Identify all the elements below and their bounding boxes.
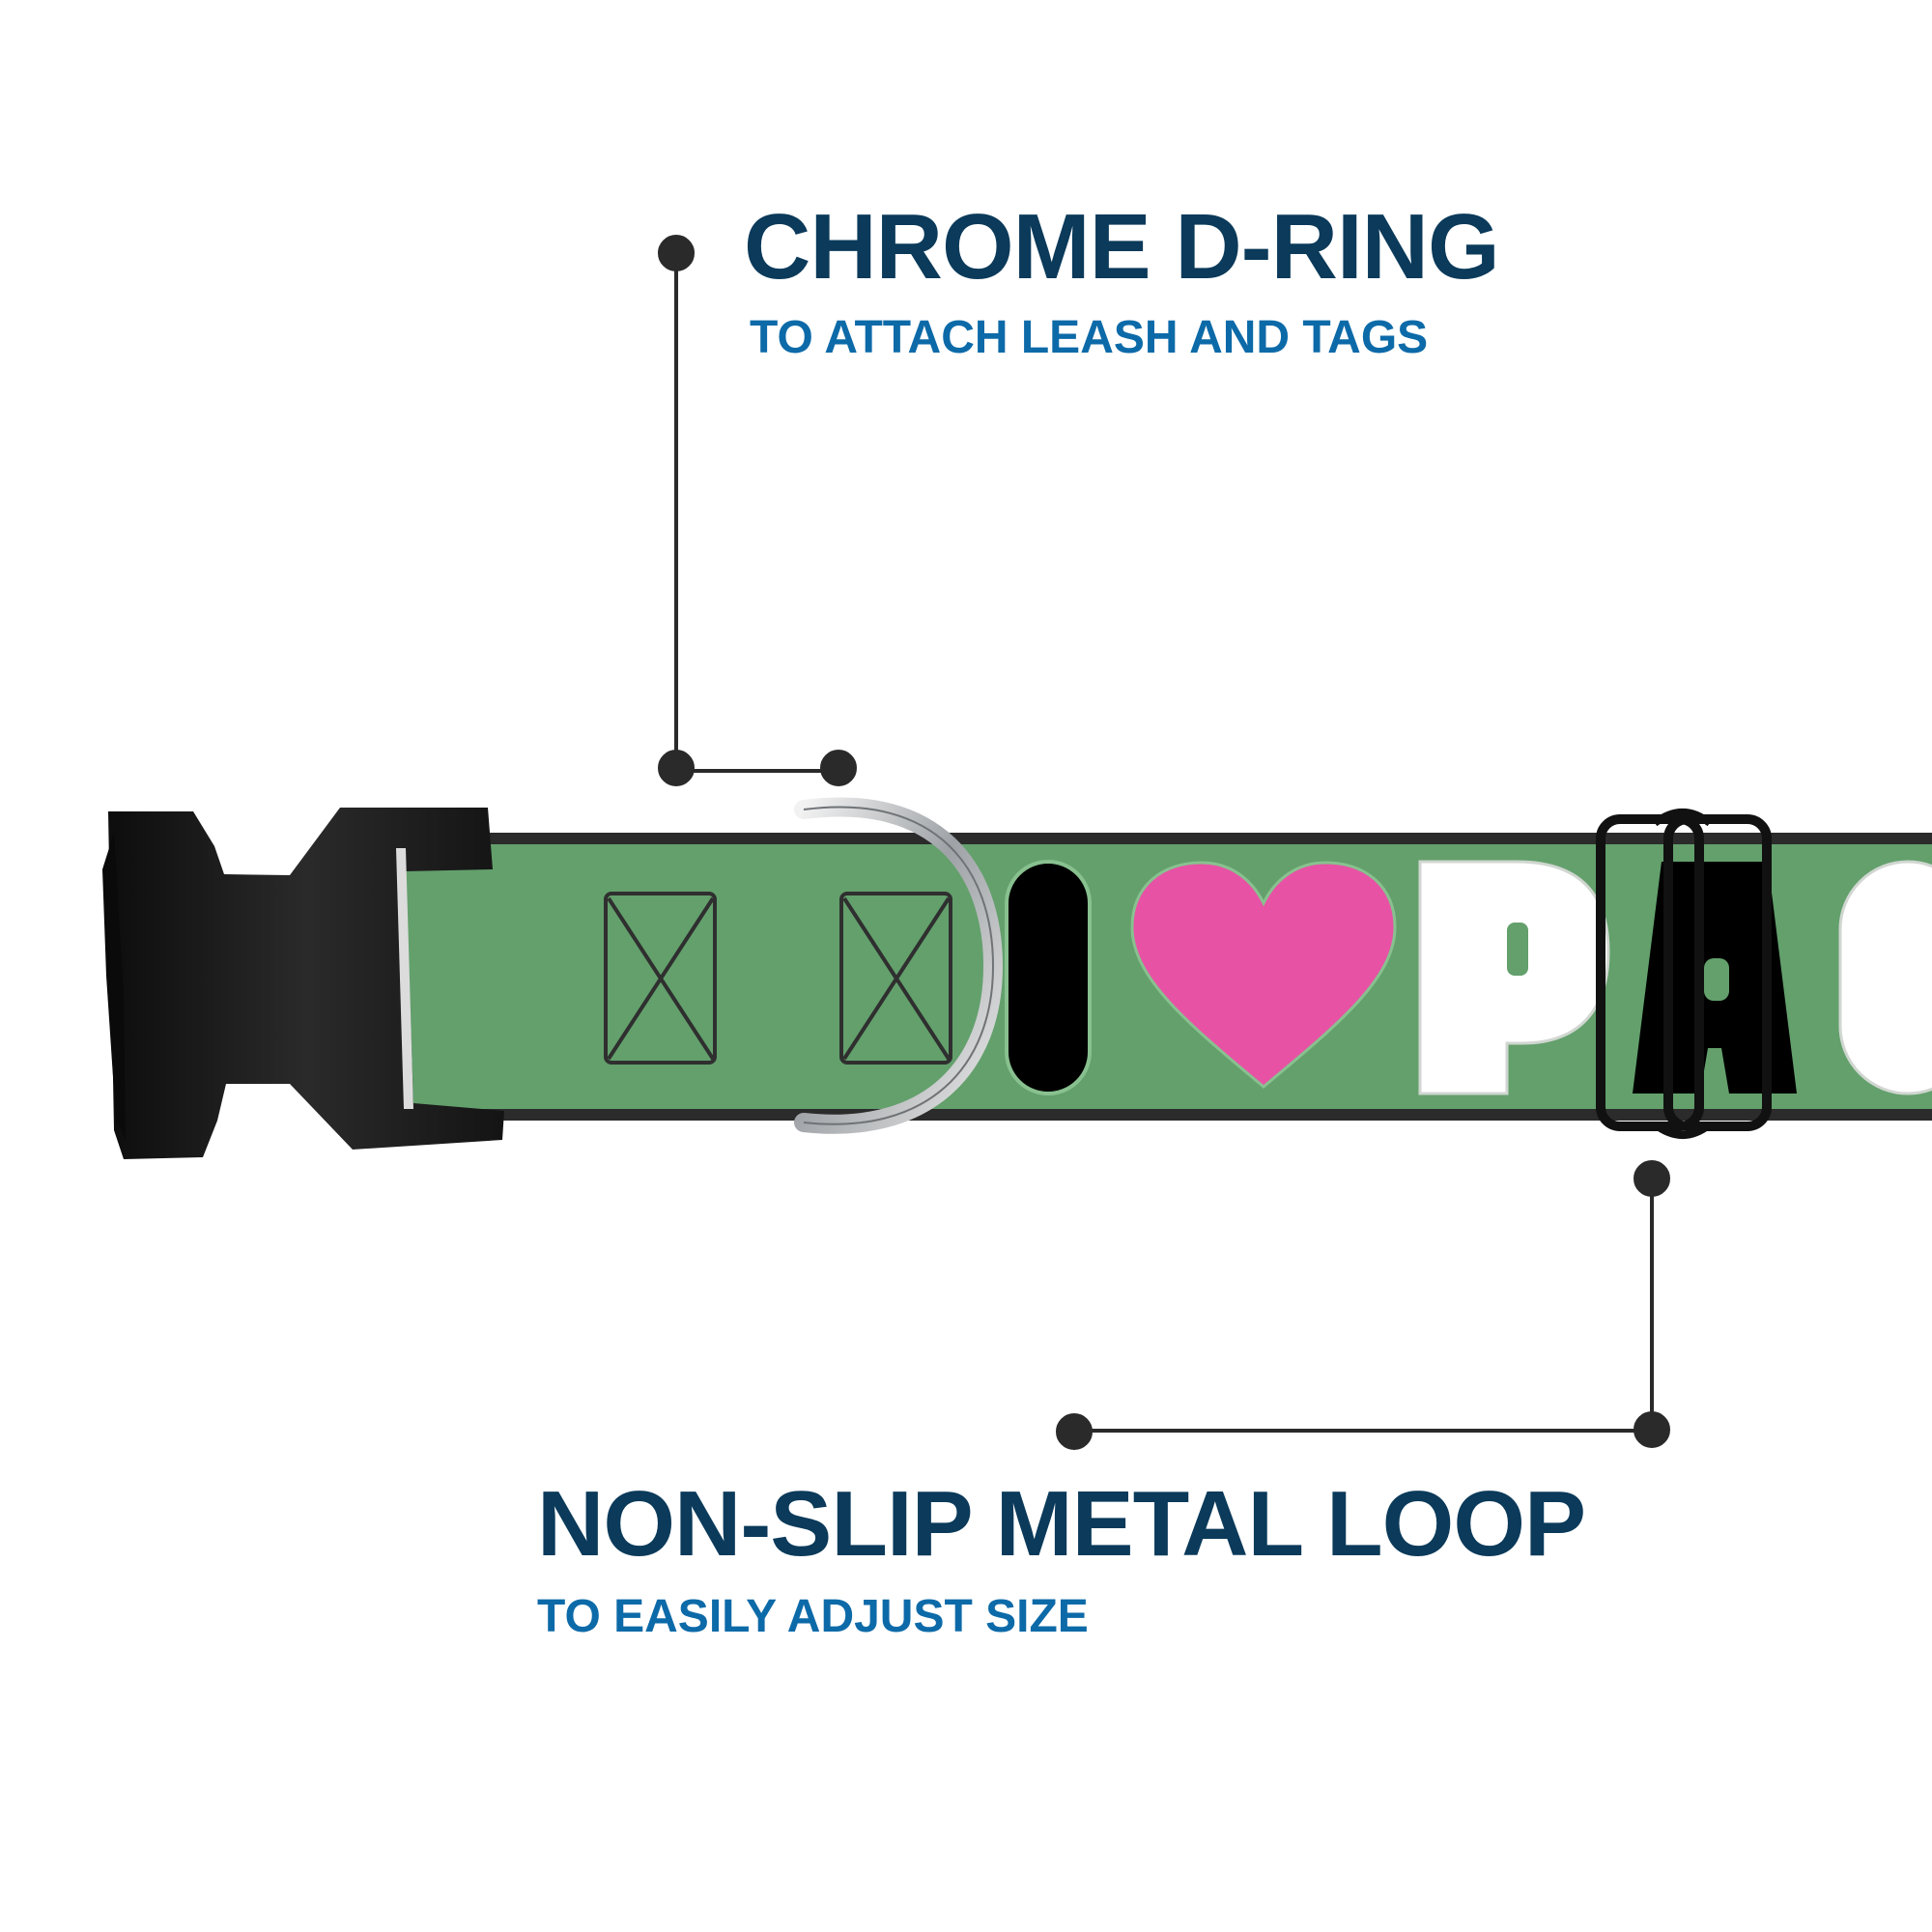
metal-slide-loop [1596,809,1772,1139]
print-letter-partial [1838,860,1932,1095]
chrome-d-ring [794,797,1004,1134]
loop-callout-subtitle: TO EASILY ADJUST SIZE [537,1591,1089,1642]
loop-leader-line [1056,1160,1670,1450]
print-letter-p [1418,860,1610,1095]
stitch-box-left [604,892,717,1065]
dring-callout-title: CHROME D-RING [744,195,1500,298]
stitch-box-right [839,892,952,1065]
heart-icon [1130,861,1397,1089]
loop-callout-title: NON-SLIP METAL LOOP [537,1472,1586,1576]
dring-callout-subtitle: TO ATTACH LEASH AND TAGS [750,312,1429,363]
print-letter-i [1005,860,1092,1095]
dring-leader-line [658,235,857,786]
buckle [102,808,504,1159]
print-letter-a [1633,862,1797,1094]
